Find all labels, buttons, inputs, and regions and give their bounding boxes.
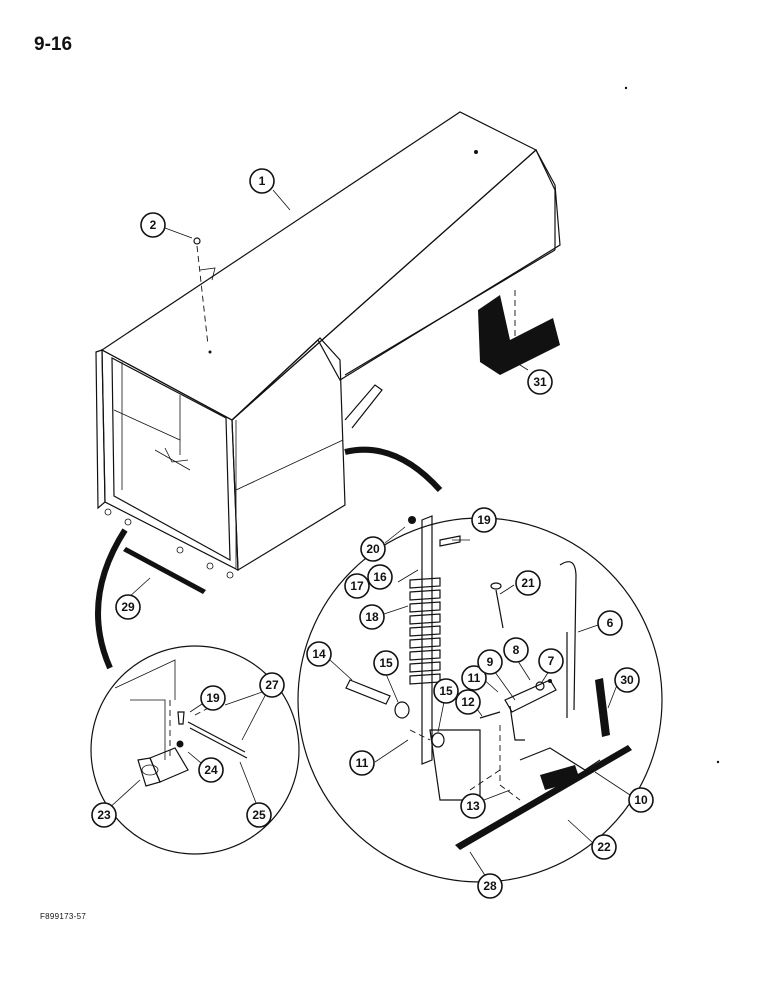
callout-21: 21	[515, 570, 541, 596]
callout-7: 7	[538, 648, 564, 674]
hood-cover	[95, 111, 561, 579]
callout-8: 8	[503, 637, 529, 663]
svg-text:7: 7	[548, 654, 555, 668]
svg-text:29: 29	[121, 600, 135, 614]
svg-text:23: 23	[97, 808, 111, 822]
figure-code: F899173-57	[40, 912, 87, 921]
callout-16: 16	[367, 564, 393, 590]
callout-29: 29	[115, 594, 141, 620]
left-detail-view	[90, 528, 300, 855]
strip-part-29	[123, 547, 206, 594]
callout-11-lower: 11	[349, 750, 375, 776]
channel-part-31	[478, 290, 560, 375]
callout-14: 14	[306, 641, 332, 667]
callout-23: 23	[91, 802, 117, 828]
svg-text:15: 15	[379, 656, 393, 670]
callout-9: 9	[477, 649, 503, 675]
callout-31: 31	[527, 369, 553, 395]
svg-text:10: 10	[634, 793, 648, 807]
svg-text:12: 12	[461, 695, 475, 709]
callout-11-upper: 11	[461, 665, 487, 691]
svg-text:19: 19	[206, 691, 220, 705]
svg-text:30: 30	[620, 673, 634, 687]
svg-text:18: 18	[365, 610, 379, 624]
svg-text:25: 25	[252, 808, 266, 822]
svg-text:6: 6	[607, 616, 614, 630]
callout-18: 18	[359, 604, 385, 630]
callout-12: 12	[455, 689, 481, 715]
callout-20: 20	[360, 536, 386, 562]
callout-28: 28	[477, 873, 503, 899]
svg-text:8: 8	[513, 643, 520, 657]
callout-6: 6	[597, 610, 623, 636]
svg-text:13: 13	[466, 799, 480, 813]
svg-text:1: 1	[259, 174, 266, 188]
svg-text:15: 15	[439, 684, 453, 698]
svg-text:19: 19	[477, 513, 491, 527]
svg-text:20: 20	[366, 542, 380, 556]
callout-15-right: 15	[433, 678, 459, 704]
svg-text:28: 28	[483, 879, 497, 893]
svg-text:24: 24	[204, 763, 218, 777]
svg-text:11: 11	[356, 756, 369, 770]
callout-10: 10	[628, 787, 654, 813]
svg-text:9: 9	[487, 655, 494, 669]
svg-text:16: 16	[373, 570, 387, 584]
callout-17: 17	[344, 573, 370, 599]
callout-19-top: 19	[471, 507, 497, 533]
callout-15-left: 15	[373, 650, 399, 676]
svg-text:31: 31	[533, 375, 547, 389]
svg-text:22: 22	[597, 840, 611, 854]
plug-part-2	[193, 237, 209, 346]
callout-30: 30	[614, 667, 640, 693]
page-number: 9-16	[34, 34, 73, 55]
svg-text:11: 11	[468, 671, 481, 685]
svg-text:2: 2	[150, 218, 157, 232]
callout-2: 2	[140, 212, 166, 238]
svg-text:14: 14	[312, 647, 326, 661]
svg-text:27: 27	[265, 678, 279, 692]
svg-text:17: 17	[350, 579, 364, 593]
spring-part-18	[409, 577, 441, 685]
callout-22: 22	[591, 834, 617, 860]
callout-19-detail: 19	[200, 685, 226, 711]
svg-text:21: 21	[521, 576, 535, 590]
callout-25: 25	[246, 802, 272, 828]
callout-1: 1	[249, 168, 275, 194]
callout-27: 27	[259, 672, 285, 698]
callout-13: 13	[460, 793, 486, 819]
callout-24: 24	[198, 757, 224, 783]
